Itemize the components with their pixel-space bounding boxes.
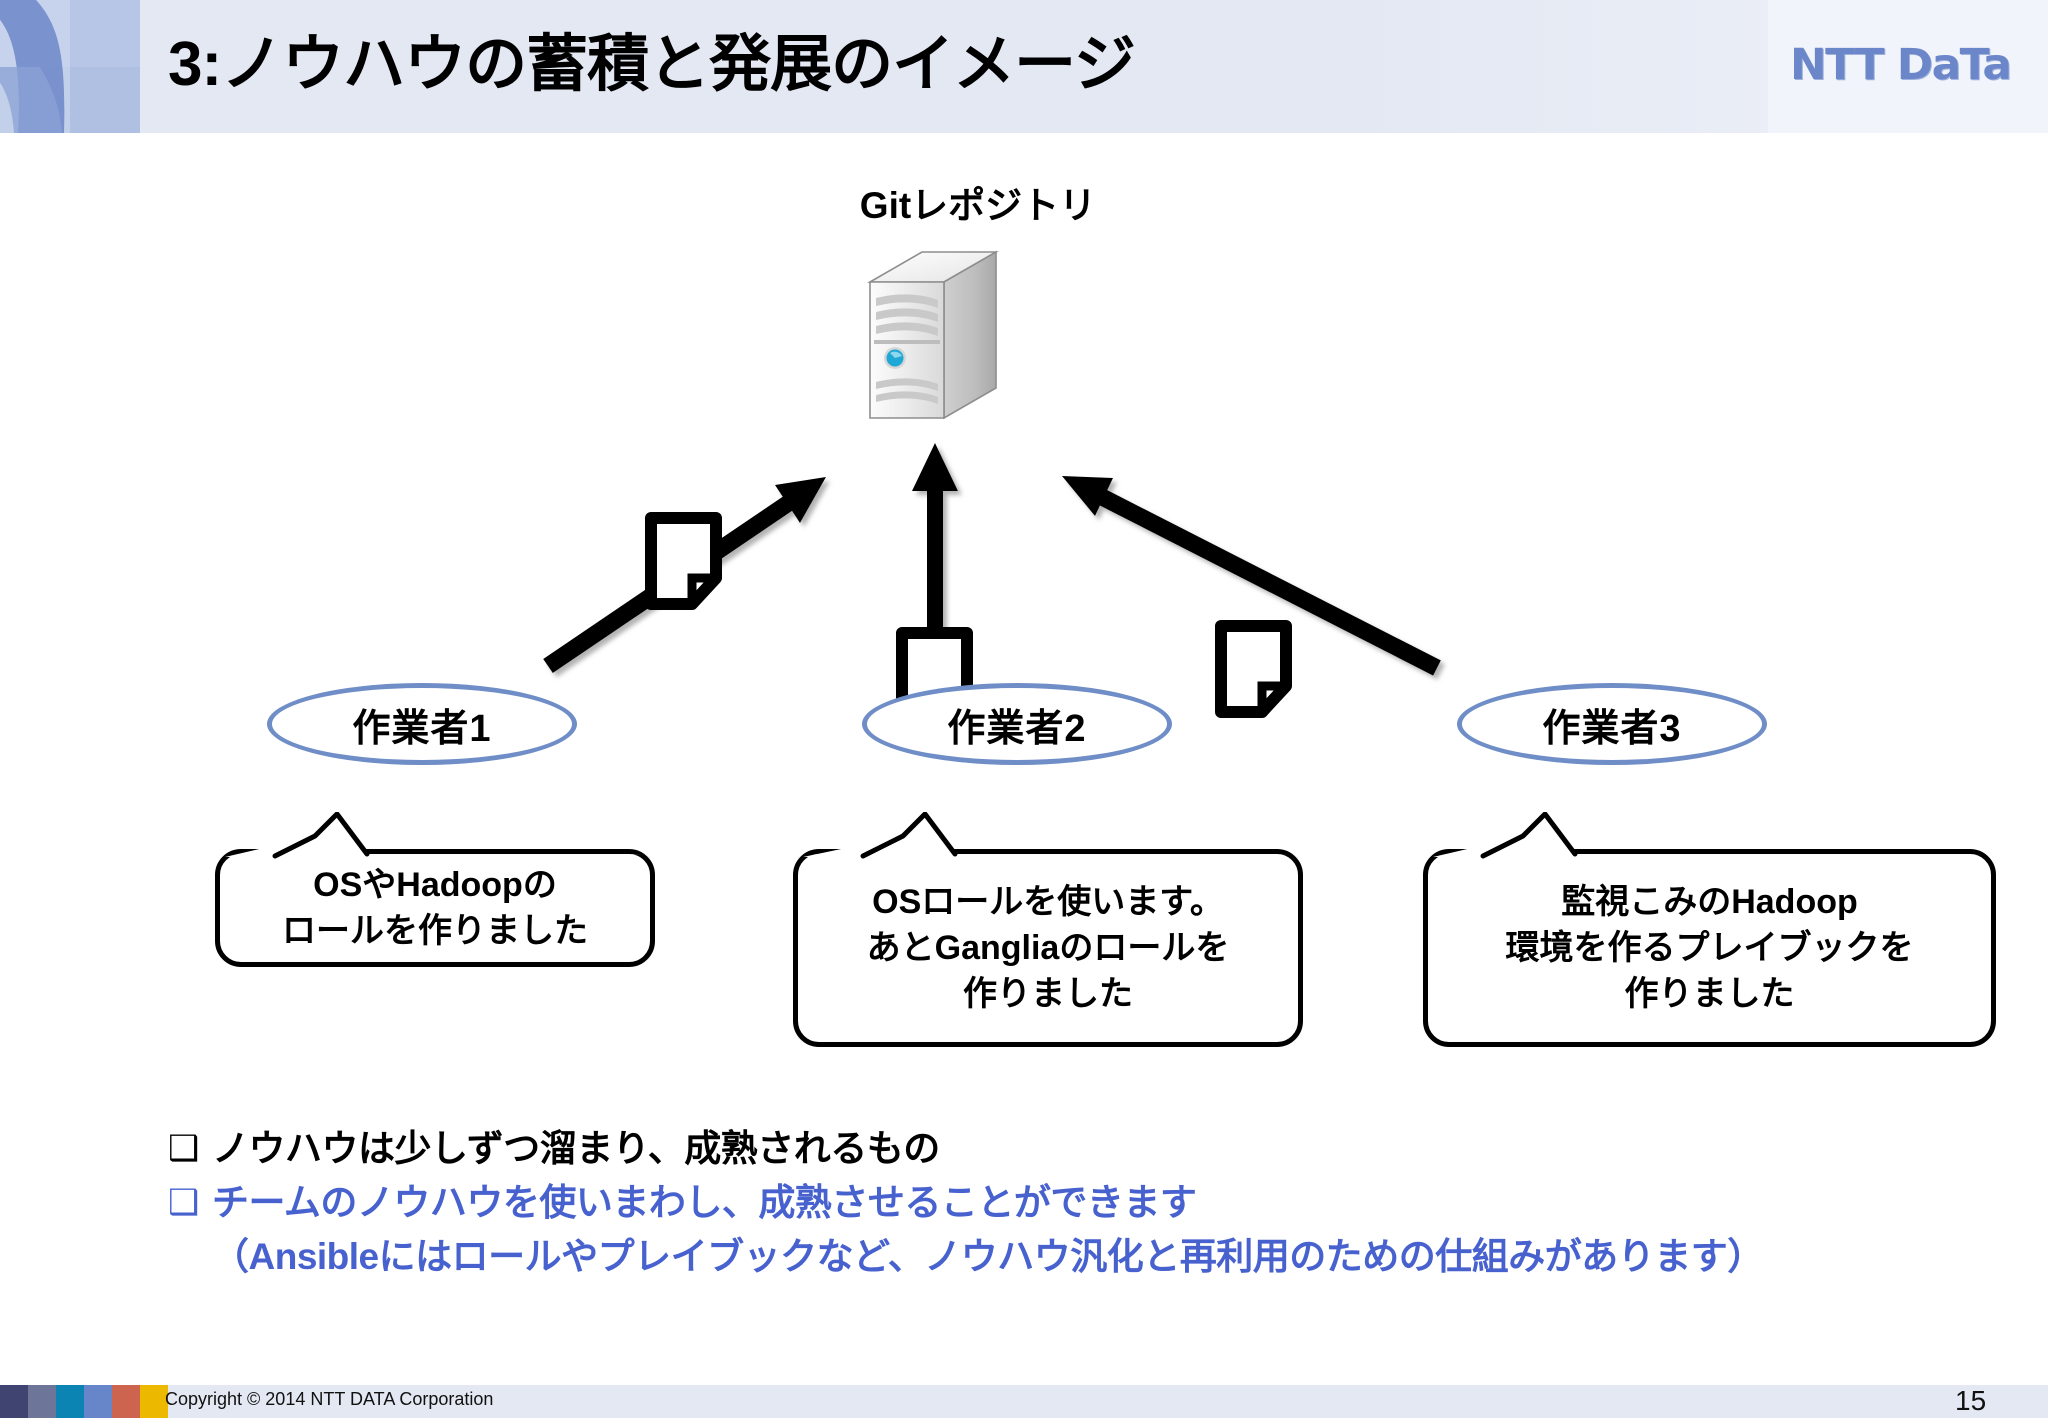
worker-node-3[interactable]: 作業者3: [1457, 683, 1767, 765]
speech-bubble-worker-1: OSやHadoopの ロールを作りました: [215, 812, 655, 967]
bullet-marker-icon: ❑: [168, 1183, 200, 1222]
speech-bubble-body: OSロールを使います。 あとGangliaのロールを 作りました: [793, 849, 1303, 1047]
worker-node-1[interactable]: 作業者1: [267, 683, 577, 765]
footer-bar-1: [0, 1385, 28, 1418]
bubble-line: 監視こみのHadoop: [1561, 883, 1858, 921]
bullet-marker-icon: ❑: [168, 1129, 200, 1168]
bullet-text: ノウハウは少しずつ溜まり、成熟されるもの: [212, 1128, 940, 1169]
arrow-worker3-to-repo: [1062, 476, 1441, 676]
speech-bubble-worker-3: 監視こみのHadoop 環境を作るプレイブックを 作りました: [1423, 812, 1996, 1047]
worker-label: 作業者1: [352, 707, 492, 750]
ntt-data-logo: NTT DaTa: [1790, 40, 2020, 90]
bubble-line: 作りました: [1624, 975, 1795, 1013]
bullet-text: チームのノウハウを使いまわし、成熟させることができます: [212, 1182, 1197, 1223]
arrow-worker2-to-repo: [912, 443, 958, 658]
header-decoration-icon: [0, 0, 140, 133]
worker-label: 作業者3: [1542, 707, 1682, 750]
document-page-icon: [645, 512, 722, 610]
bullet-item-1: ❑ ノウハウは少しずつ溜まり、成熟されるもの: [168, 1122, 2018, 1176]
speech-bubble-body: OSやHadoopの ロールを作りました: [215, 849, 655, 967]
bullet-list: ❑ ノウハウは少しずつ溜まり、成熟されるもの ❑ チームのノウハウを使いまわし、…: [168, 1122, 2018, 1284]
speech-bubble-body: 監視こみのHadoop 環境を作るプレイブックを 作りました: [1423, 849, 1996, 1047]
footer-bar-2: [28, 1385, 56, 1418]
bubble-line: あとGangliaのロールを: [866, 929, 1230, 967]
bubble-line: 作りました: [963, 975, 1133, 1013]
bubble-line: 環境を作るプレイブックを: [1505, 929, 1914, 967]
bullet-item-2: ❑ チームのノウハウを使いまわし、成熟させることができます: [168, 1176, 2018, 1230]
slide-footer: Copyright © 2014 NTT DATA Corporation 15: [0, 1385, 2048, 1418]
worker-node-2[interactable]: 作業者2: [862, 683, 1172, 765]
document-page-icon: [1215, 620, 1292, 718]
bubble-line: OSロールを使います。: [872, 883, 1224, 921]
ntt-data-logo-text: NTT DaTa: [1790, 40, 2012, 90]
copyright-text: Copyright © 2014 NTT DATA Corporation: [165, 1389, 494, 1409]
footer-bar-5: [112, 1385, 140, 1418]
page-title: 3:ノウハウの蓄積と発展のイメージ: [168, 30, 1136, 99]
speech-bubble-tail: [1433, 812, 1986, 859]
worker-label: 作業者2: [947, 707, 1087, 750]
speech-bubble-worker-2: OSロールを使います。 あとGangliaのロールを 作りました: [793, 812, 1303, 1047]
speech-bubble-tail: [803, 812, 1293, 859]
footer-bar-6: [140, 1385, 168, 1418]
bubble-line: ロールを作りました: [282, 912, 588, 950]
git-repository-label: Gitレポジトリ: [859, 185, 1097, 226]
speech-bubble-tail: [225, 812, 645, 859]
server-tower-icon: [860, 240, 1005, 430]
bubble-line: OSやHadoopの: [313, 866, 557, 904]
header-logo-band: [1768, 0, 2048, 133]
slide-header: 3:ノウハウの蓄積と発展のイメージ NTT DaTa: [0, 0, 2048, 133]
bullet-continuation-text: （Ansibleにはロールやプレイブックなど、ノウハウ汎化と再利用のための仕組み…: [212, 1236, 1764, 1277]
page-number: 15: [1955, 1385, 1987, 1416]
footer-bar-3: [56, 1385, 84, 1418]
footer-bar-4: [84, 1385, 112, 1418]
footer-color-bars: [0, 1385, 168, 1418]
